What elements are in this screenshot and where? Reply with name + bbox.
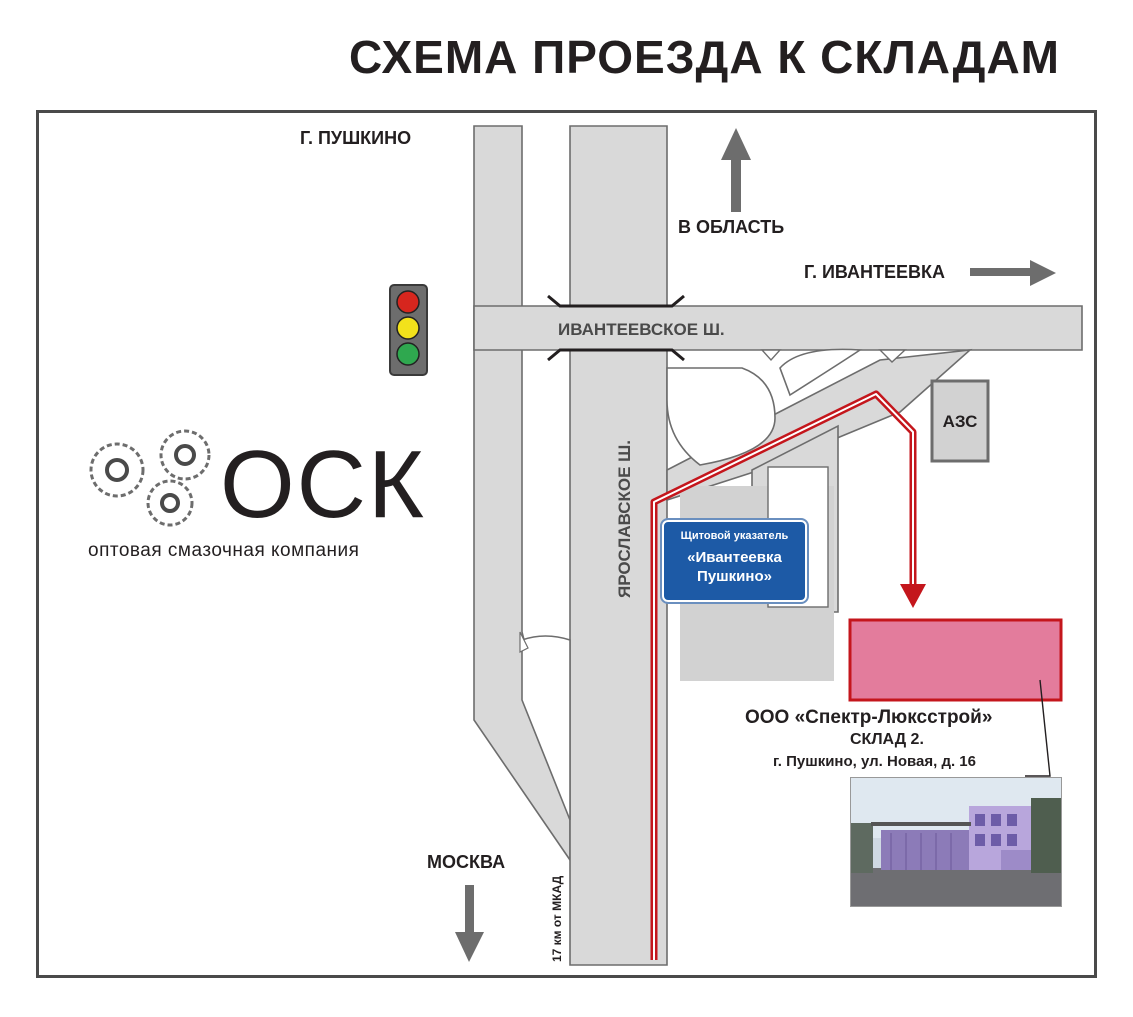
yaroslavskoe-road-label: ЯРОСЛАВСКОЕ Ш. — [615, 440, 634, 598]
triangle-islet-1 — [760, 349, 782, 362]
triangle-islet-3 — [519, 631, 529, 653]
warehouse-name: СКЛАД 2. — [850, 731, 924, 748]
gears-icon — [89, 429, 211, 527]
company-name: ООО «Спектр-Люксстрой» — [745, 707, 993, 728]
warehouse-address: г. Пушкино, ул. Новая, д. 16 — [773, 753, 976, 770]
ivanteevka-label: Г. ИВАНТЕЕВКА — [804, 262, 945, 282]
interchange-island — [666, 367, 776, 466]
logo-subtitle: оптовая смазочная компания — [88, 540, 360, 561]
arrow-right-icon — [970, 260, 1056, 286]
logo-name: ОСК — [220, 431, 426, 538]
route-line — [650, 390, 917, 960]
road-sign: Щитовой указатель «Ивантеевка Пушкино» — [660, 518, 809, 604]
warehouse-box — [848, 618, 1063, 702]
map-frame — [36, 110, 1097, 978]
road-sign-line-1: «Ивантеевка — [687, 549, 782, 566]
arrow-up-icon — [721, 128, 751, 212]
map-title: СХЕМА ПРОЕЗДА К СКЛАДАМ — [348, 31, 1060, 83]
road-sign-caption: Щитовой указатель — [680, 530, 789, 542]
road-sign-line-2: Пушкино» — [697, 568, 772, 585]
traffic-light-icon — [389, 284, 428, 376]
pushkino-label: Г. ПУШКИНО — [300, 128, 412, 148]
building-photo — [850, 777, 1062, 907]
to-region-label: В ОБЛАСТЬ — [678, 217, 785, 237]
warehouse-pointer-line — [1025, 679, 1051, 777]
gas-station-label: АЗС — [943, 412, 978, 431]
triangle-islet-2 — [878, 349, 907, 363]
gears-inner-icon — [105, 444, 196, 513]
ivanteevskoe-road-label: ИВАНТЕЕВСКОЕ Ш. — [558, 320, 725, 339]
km-marker-label: 17 км от МКАД — [550, 875, 564, 962]
lower-island — [521, 635, 571, 821]
gas-station-box — [930, 379, 990, 463]
ivanteevskoe-road — [473, 305, 1083, 351]
bridge-marks — [547, 294, 685, 362]
interchange-island-2 — [779, 348, 863, 397]
route-arrowhead — [900, 584, 926, 608]
arrow-down-icon — [455, 885, 484, 962]
moscow-label: МОСКВА — [427, 852, 506, 872]
